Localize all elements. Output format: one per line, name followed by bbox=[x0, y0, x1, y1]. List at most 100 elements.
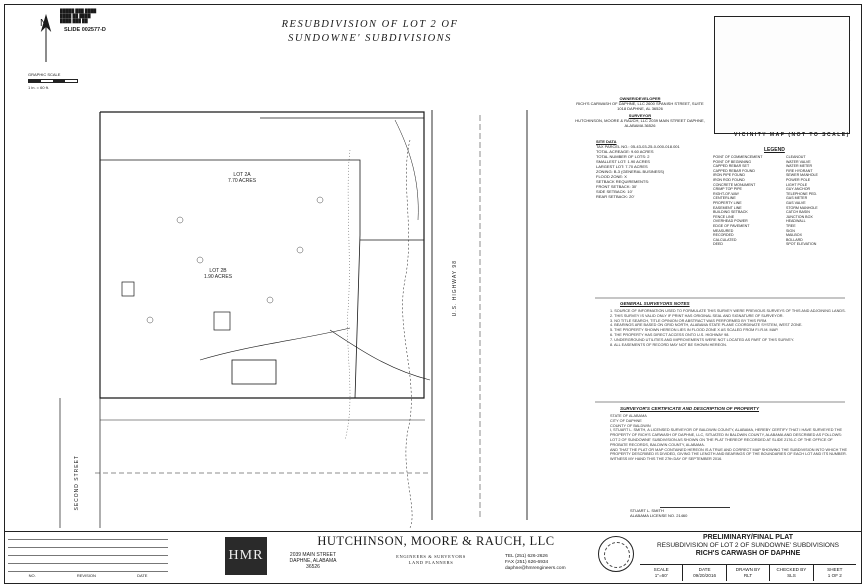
checked-value: SLS bbox=[787, 573, 796, 578]
scale-value: 1"=60' bbox=[654, 573, 668, 578]
address-line: 2039 MAIN STREET bbox=[289, 552, 337, 558]
legend-item: CAPPED REBAR SET bbox=[713, 164, 750, 169]
cert-line: AND THAT THE PLAT OR MAP CONTAINED HEREO… bbox=[610, 447, 847, 457]
plat-title: RESUBDIVISION OF LOT 2 OF SUNDOWNE' SUBD… bbox=[656, 542, 840, 549]
legend-item: EASEMENT LINE bbox=[713, 205, 742, 210]
legend-item: DEED bbox=[713, 242, 723, 247]
note-line: 3. NO TITLE SEARCH, TITLE OPINION OR ABS… bbox=[610, 318, 768, 323]
legend-title: LEGEND bbox=[764, 147, 785, 153]
legend-item: RIGHT-OF-WAY bbox=[713, 191, 740, 196]
legend-column-2: CLEANOUT WATER VALVE WATER METER FIRE HY… bbox=[786, 155, 844, 247]
owner-text: RICH'S CARWASH OF DAPHNE, LLC 2600 SPANI… bbox=[576, 101, 704, 111]
tree-symbol bbox=[316, 196, 324, 204]
site-line: ZONING: B-3 (GENERAL BUSINESS) bbox=[596, 169, 665, 174]
legend-item: OVERHEAD POWER bbox=[713, 219, 748, 224]
legend-item: CATCH BASIN bbox=[786, 210, 810, 215]
profession-line: ENGINEERS & SURVEYORS bbox=[396, 554, 466, 559]
surveyor-heading: SURVEYOR bbox=[628, 113, 652, 118]
cert-line: WITNESS MY HAND THIS THE 27th DAY OF SEP… bbox=[610, 457, 723, 462]
legend-item: PROPERTY LINE bbox=[713, 200, 742, 205]
project-name: RICH'S CARWASH OF DAPHNE bbox=[695, 550, 801, 557]
tree-symbol bbox=[176, 216, 184, 224]
tree-symbol bbox=[296, 246, 304, 254]
sheet-title: RESUBDIVISION OF LOT 2 OF SUNDOWNE' SUBD… bbox=[250, 18, 490, 46]
legend-item: GAS VALVE bbox=[786, 200, 806, 205]
lot-2a-area: 7.70 ACRES bbox=[227, 178, 257, 184]
legend-item: RECORDED bbox=[713, 233, 734, 238]
plat-sheet bbox=[4, 4, 862, 584]
legend-item: JUNCTION BOX bbox=[786, 214, 813, 219]
title-block bbox=[5, 531, 861, 583]
cert-line: I, STUART L. SMITH, A LICENSED SURVEYOR … bbox=[610, 428, 843, 438]
building-footprint bbox=[231, 359, 277, 385]
cert-line: CITY OF DAPHNE bbox=[610, 418, 642, 423]
firm-address: 2039 MAIN STREET DAPHNE, ALABAMA 36526 bbox=[278, 552, 348, 570]
certificate-heading: SURVEYOR'S CERTIFICATE AND DESCRIPTION O… bbox=[620, 406, 760, 411]
building-footprint-3 bbox=[121, 281, 135, 297]
drawn-value: RLT bbox=[743, 573, 753, 578]
site-data-heading: SITE DATA bbox=[596, 139, 617, 144]
driveway bbox=[329, 329, 431, 381]
legend-item: SEWER MANHOLE bbox=[786, 173, 818, 178]
legend-item: CAPPED REBAR FOUND bbox=[713, 168, 755, 173]
lot-line bbox=[100, 159, 361, 399]
sheet-title-line2: SUNDOWNE' SUBDIVISIONS bbox=[288, 33, 452, 44]
legend-item: BOLLARD bbox=[786, 237, 803, 242]
legend-item: CALCULATED bbox=[713, 237, 737, 242]
firm-email: daphne@hmrengineers.com bbox=[505, 565, 566, 571]
graphic-scale-bar bbox=[28, 79, 78, 83]
note-line: 8. ALL EASEMENTS OF RECORD MAY NOT BE SH… bbox=[610, 342, 727, 347]
tree-symbol bbox=[266, 296, 274, 304]
graphic-scale-label: GRAPHIC SCALE bbox=[28, 72, 61, 77]
legend-item: WATER VALVE bbox=[786, 159, 811, 164]
site-line: REAR SETBACK: 20' bbox=[596, 194, 635, 199]
hmr-logo: HMR bbox=[225, 537, 267, 575]
site-line: TAX PARCEL NO.: 05-43-03-25-0-000-018.00… bbox=[596, 144, 680, 149]
lot-2b-label: LOT 2B bbox=[209, 268, 227, 274]
vicinity-map bbox=[714, 16, 850, 134]
cert-line: COUNTY OF BALDWIN bbox=[610, 423, 651, 428]
general-notes-heading: GENERAL SURVEYORS NOTES bbox=[620, 301, 690, 306]
signature-block: STUART L. SMITH ALABAMA LICENSE NO. 2146… bbox=[630, 500, 730, 518]
lot-2a-boundary bbox=[260, 117, 425, 241]
tree-symbol bbox=[146, 316, 154, 324]
highway-label: U.S. HIGHWAY 98 bbox=[452, 260, 458, 317]
site-line: FRONT SETBACK: 30' bbox=[596, 184, 637, 189]
owner-heading: OWNER/DEVELOPER bbox=[619, 96, 661, 101]
legend-item: CRIMP TOP PIPE bbox=[713, 187, 742, 192]
legend-item: SIGN bbox=[786, 228, 795, 233]
legend-item: MEASURED bbox=[713, 228, 734, 233]
cert-line: LOT 2 OF SUNDOWNE' SUBDIVISION AS SHOWN … bbox=[610, 437, 833, 447]
surveyor-seal bbox=[598, 536, 634, 572]
legend-item: IRON ROD FOUND bbox=[713, 177, 745, 182]
firm-contact: TEL (251) 626-2626 FAX (251) 626-6934 da… bbox=[505, 554, 595, 571]
legend-item: BUILDING SETBACK bbox=[713, 210, 748, 215]
recording-stamp: █████ ███ ████████ ██ ████████ ███ ██ bbox=[60, 8, 97, 23]
sheet-value: 1 OF 2 bbox=[827, 573, 842, 578]
legend-item: IRON PIPE FOUND bbox=[713, 173, 745, 178]
signature-line bbox=[660, 500, 730, 508]
vicinity-map-label: VICINITY MAP (NOT TO SCALE) bbox=[734, 132, 850, 138]
site-data: SITE DATA TAX PARCEL NO.: 05-43-03-25-0-… bbox=[596, 139, 706, 199]
note-line: 4. BEARINGS ARE BASED ON GRID NORTH, ALA… bbox=[610, 323, 803, 328]
legend-item: HEADWALL bbox=[786, 219, 806, 224]
legend-item: WATER METER bbox=[786, 164, 813, 169]
legend-item: GAS METER bbox=[786, 196, 808, 201]
firm-name: HUTCHINSON, MOORE & RAUCH, LLC bbox=[317, 534, 555, 548]
revision-header-label: REVISION bbox=[76, 573, 96, 578]
north-arrow-head bbox=[40, 13, 52, 33]
legend-item: EDGE OF PAVEMENT bbox=[713, 223, 750, 228]
surveyor-text: HUTCHINSON, MOORE & RAUCH, LLC 2039 MAIN… bbox=[575, 118, 705, 128]
note-line: 1. SOURCE OF INFORMATION USED TO FORMULA… bbox=[610, 309, 846, 313]
note-line: 6. THE PROPERTY HAS DIRECT ACCESS ONTO U… bbox=[610, 332, 730, 337]
note-line: 7. UNDERGROUND UTILITIES AND IMPROVEMENT… bbox=[610, 337, 795, 342]
wetland-boundary bbox=[344, 149, 351, 441]
firm-profession: ENGINEERS & SURVEYORS LAND PLANNERS bbox=[386, 554, 476, 565]
project-title: PRELIMINARY/FINAL PLAT RESUBDIVISION OF … bbox=[640, 534, 856, 558]
